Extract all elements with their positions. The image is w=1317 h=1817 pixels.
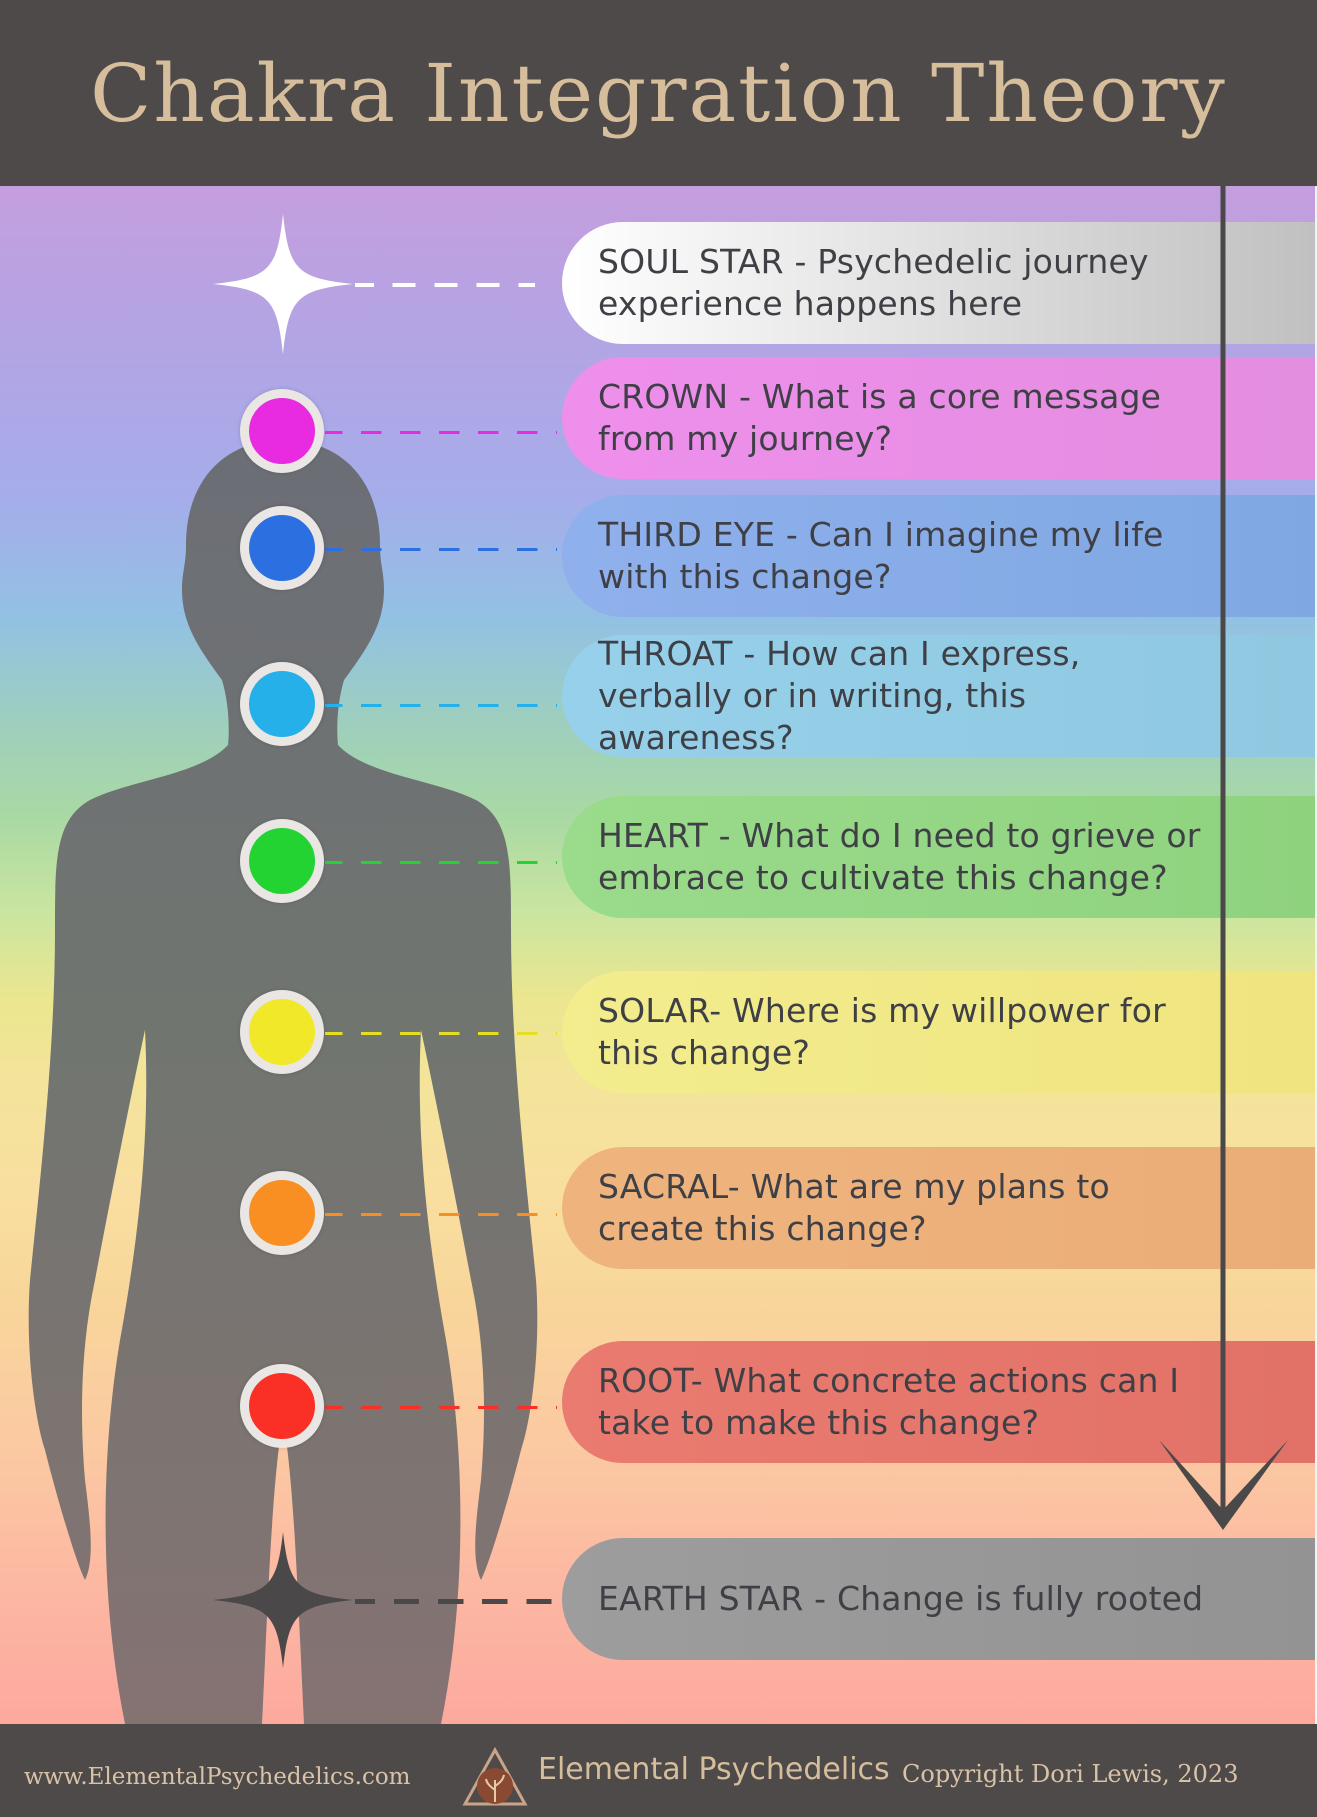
- band-throat: THROAT - How can I express, verbally or …: [562, 634, 1317, 757]
- footer-brand: Elemental Psychedelics: [538, 1752, 890, 1787]
- band-sacral: SACRAL- What are my plans to create this…: [562, 1147, 1317, 1269]
- connector-soul-star: [355, 283, 535, 287]
- connector-crown: [325, 431, 557, 434]
- footer-url-link[interactable]: www.ElementalPsychedelics.com: [24, 1764, 411, 1790]
- band-crown-text: CROWN - What is a core message from my j…: [598, 377, 1162, 458]
- connector-heart: [325, 861, 557, 864]
- page-title: Chakra Integration Theory: [90, 46, 1227, 140]
- connector-earth-star: [355, 1599, 560, 1604]
- band-heart-text: HEART - What do I need to grieve or embr…: [598, 816, 1201, 897]
- earth-star-icon: [213, 1532, 353, 1668]
- connector-throat: [325, 704, 557, 707]
- band-heart: HEART - What do I need to grieve or embr…: [562, 796, 1317, 918]
- sacral-chakra-dot: [240, 1171, 324, 1255]
- third-eye-chakra-dot: [240, 506, 324, 590]
- connector-sacral: [325, 1213, 557, 1216]
- band-throat-text: THROAT - How can I express, verbally or …: [598, 634, 1081, 757]
- throat-chakra-dot: [240, 662, 324, 746]
- band-root-text: ROOT- What concrete actions can I take t…: [598, 1361, 1180, 1442]
- solar-chakra-dot: [240, 990, 324, 1074]
- band-crown: CROWN - What is a core message from my j…: [562, 357, 1317, 479]
- band-third-eye: THIRD EYE - Can I imagine my life with t…: [562, 495, 1317, 617]
- band-soul-star: SOUL STAR - Psychedelic journey experien…: [562, 222, 1317, 344]
- band-root: ROOT- What concrete actions can I take t…: [562, 1341, 1317, 1463]
- heart-chakra-dot: [240, 819, 324, 903]
- human-silhouette: [28, 440, 538, 1724]
- right-edge-line: [1315, 186, 1317, 1724]
- triangle-sprout-logo-icon: [462, 1746, 528, 1806]
- band-soul-star-text: SOUL STAR - Psychedelic journey experien…: [598, 242, 1149, 323]
- soul-star-icon: [213, 214, 353, 354]
- crown-chakra-dot: [240, 389, 324, 473]
- band-third-eye-text: THIRD EYE - Can I imagine my life with t…: [598, 515, 1164, 596]
- band-sacral-text: SACRAL- What are my plans to create this…: [598, 1167, 1110, 1248]
- root-chakra-dot: [240, 1364, 324, 1448]
- header: Chakra Integration Theory: [0, 0, 1317, 186]
- band-earth-star-text: EARTH STAR - Change is fully rooted: [598, 1579, 1204, 1618]
- band-solar: SOLAR- Where is my willpower for this ch…: [562, 971, 1317, 1093]
- connector-third-eye: [325, 548, 557, 551]
- connector-root: [325, 1406, 557, 1409]
- footer: www.ElementalPsychedelics.com Elemental …: [0, 1724, 1317, 1817]
- chakra-chart: SOUL STAR - Psychedelic journey experien…: [0, 186, 1317, 1724]
- band-solar-text: SOLAR- Where is my willpower for this ch…: [598, 991, 1166, 1072]
- connector-solar: [325, 1032, 557, 1035]
- footer-copyright: Copyright Dori Lewis, 2023: [902, 1760, 1239, 1788]
- band-earth-star: EARTH STAR - Change is fully rooted: [562, 1538, 1317, 1660]
